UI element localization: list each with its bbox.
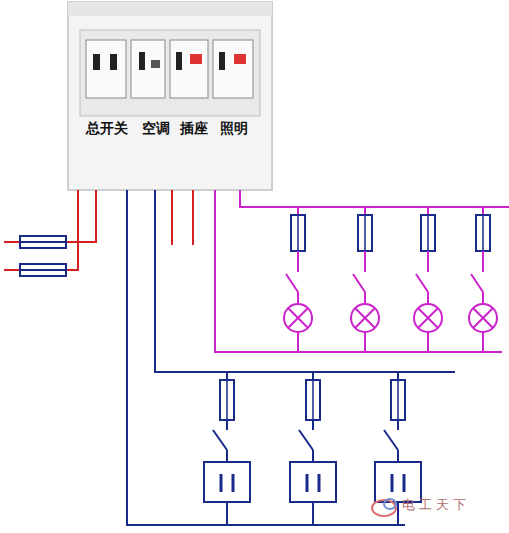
- wire: [397, 372, 399, 380]
- wire: [482, 207, 484, 215]
- wire: [397, 450, 399, 462]
- fuse-symbol: [358, 215, 372, 251]
- circuit-label: 照明: [220, 120, 248, 138]
- circuit-label: 总开关: [86, 120, 128, 138]
- lighting-wires: [215, 190, 509, 352]
- fuse-symbol: [421, 215, 435, 251]
- wire: [297, 292, 299, 304]
- fuse-element: [427, 215, 429, 251]
- wire: [297, 251, 299, 272]
- main-fuses: [20, 236, 66, 276]
- switch-symbol: [353, 274, 365, 292]
- socket-symbol: [204, 462, 250, 502]
- wire: [397, 502, 399, 525]
- lamp-cross: [473, 308, 493, 328]
- breaker-rail: [80, 30, 260, 116]
- fuse-element: [397, 380, 399, 420]
- lamp-cross: [288, 308, 308, 328]
- lamp-cross: [418, 308, 438, 328]
- wire: [482, 292, 484, 304]
- lamp-cross: [355, 308, 375, 328]
- socket-slot: [306, 474, 309, 492]
- fuse-element: [312, 380, 314, 420]
- circuit-label: 空调: [142, 120, 170, 138]
- socket-circuits: [204, 372, 421, 525]
- wire: [427, 292, 429, 304]
- lamp-branch: [284, 207, 312, 352]
- lamp-circuits: [284, 207, 497, 352]
- switch-symbol: [471, 274, 483, 292]
- distribution-box: [68, 2, 272, 190]
- watermark-logo: [372, 499, 396, 516]
- socket-slot: [391, 474, 394, 492]
- lamp-branch: [469, 207, 497, 352]
- lamp-cross: [418, 308, 438, 328]
- lamp-symbol: [414, 304, 442, 332]
- wire: [312, 450, 314, 462]
- wire: [312, 372, 314, 380]
- socket-symbol: [375, 462, 421, 502]
- switch-symbol: [384, 430, 398, 450]
- breakers: [86, 40, 253, 98]
- wire: [482, 251, 484, 272]
- wire: [226, 450, 228, 462]
- lamp-cross: [473, 308, 493, 328]
- socket-branch: [290, 372, 336, 525]
- incoming-wires: [4, 190, 193, 270]
- wire: [427, 251, 429, 272]
- switch-symbol: [299, 430, 313, 450]
- circuit-label: 插座: [180, 120, 208, 138]
- wire: [427, 207, 429, 215]
- wire: [364, 292, 366, 304]
- socket-slot: [220, 474, 223, 492]
- fuse-element: [226, 380, 228, 420]
- lamp-branch: [414, 207, 442, 352]
- socket-slot: [232, 474, 235, 492]
- switch-symbol: [286, 274, 298, 292]
- fuse-element: [297, 215, 299, 251]
- switch-symbol: [213, 430, 227, 450]
- wire: [297, 332, 299, 352]
- wire: [312, 502, 314, 525]
- lamp-symbol: [469, 304, 497, 332]
- lamp-symbol: [351, 304, 379, 332]
- wire: [482, 332, 484, 352]
- wire: [427, 332, 429, 352]
- lamp-symbol: [284, 304, 312, 332]
- fuse-element: [482, 215, 484, 251]
- wire: [364, 251, 366, 272]
- lamp-cross: [288, 308, 308, 328]
- socket-branch: [204, 372, 250, 525]
- fuse-symbol: [220, 380, 234, 420]
- wire: [297, 207, 299, 215]
- wire: [364, 207, 366, 215]
- box-lid: [68, 2, 272, 16]
- wire: [226, 372, 228, 380]
- socket-wires: [127, 190, 455, 525]
- fuse-symbol: [291, 215, 305, 251]
- switch-symbol: [416, 274, 428, 292]
- wire: [312, 420, 314, 430]
- fuse-symbol: [476, 215, 490, 251]
- wire: [364, 332, 366, 352]
- socket-slot: [318, 474, 321, 492]
- socket-slot: [403, 474, 406, 492]
- wire: [226, 420, 228, 430]
- wire: [397, 420, 399, 430]
- fuse-symbol: [306, 380, 320, 420]
- fuse-element: [364, 215, 366, 251]
- fuse-symbol: [391, 380, 405, 420]
- lamp-cross: [355, 308, 375, 328]
- watermark: 电工天下: [402, 496, 470, 514]
- wire: [226, 502, 228, 525]
- lamp-branch: [351, 207, 379, 352]
- socket-symbol: [290, 462, 336, 502]
